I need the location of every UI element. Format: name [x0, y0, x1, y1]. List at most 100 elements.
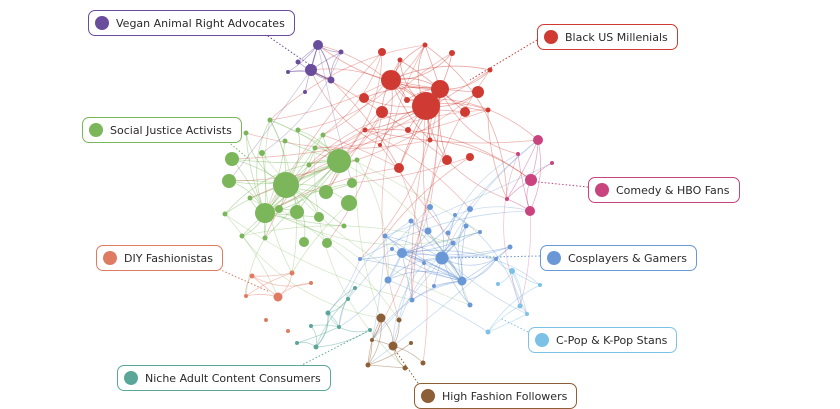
- node-cosplay: [478, 230, 482, 234]
- node-fashion: [402, 365, 408, 371]
- edge: [401, 246, 511, 256]
- label-cosplay: Cosplayers & Gamers: [540, 245, 698, 271]
- edge: [384, 162, 553, 237]
- edge: [251, 275, 312, 287]
- edge: [297, 44, 426, 131]
- leader-line-cosplay: [447, 255, 541, 259]
- edge: [325, 111, 383, 193]
- node-social: [247, 195, 253, 201]
- edge: [401, 231, 481, 254]
- edge: [241, 235, 382, 319]
- node-cosplay: [467, 206, 473, 212]
- node-niche: [325, 310, 331, 316]
- edge: [439, 88, 519, 155]
- node-black: [394, 163, 404, 173]
- node-vegan: [327, 76, 335, 84]
- edge: [387, 270, 463, 282]
- leader-line-comedy: [537, 181, 589, 188]
- edge: [401, 214, 456, 254]
- edge: [487, 284, 541, 333]
- node-social: [354, 157, 360, 163]
- node-social: [341, 195, 357, 211]
- edge: [322, 59, 401, 136]
- edge: [228, 91, 479, 182]
- node-diy: [244, 294, 248, 298]
- node-niche: [309, 324, 313, 328]
- edge: [424, 44, 508, 200]
- node-black: [376, 106, 388, 118]
- edge: [364, 128, 532, 181]
- node-vegan: [313, 40, 323, 50]
- node-social: [322, 238, 332, 248]
- edge: [245, 132, 431, 149]
- label-text-cosplay: Cosplayers & Gamers: [568, 251, 688, 265]
- edge: [310, 69, 381, 146]
- edge: [315, 329, 371, 348]
- edge: [384, 156, 471, 237]
- label-vegan: Vegan Animal Right Advocates: [88, 10, 295, 36]
- node-social: [222, 174, 236, 188]
- edge: [457, 208, 471, 282]
- node-cosplay: [453, 213, 457, 217]
- node-vegan: [338, 49, 344, 55]
- edge: [327, 258, 361, 314]
- edge: [390, 65, 491, 81]
- label-text-vegan: Vegan Animal Right Advocates: [116, 16, 285, 30]
- edge: [338, 220, 412, 328]
- node-cosplay: [463, 223, 469, 229]
- edge: [367, 342, 412, 366]
- leader-line-black: [469, 39, 538, 81]
- leader-line-niche: [299, 329, 371, 367]
- edge: [356, 159, 389, 281]
- label-fashion: High Fashion Followers: [414, 383, 578, 409]
- edge: [364, 129, 471, 210]
- edge: [261, 51, 342, 154]
- node-diy: [264, 318, 268, 322]
- node-diy: [289, 270, 295, 276]
- edge: [338, 326, 371, 333]
- edge: [317, 44, 408, 101]
- node-diy: [273, 292, 283, 302]
- node-fashion: [420, 360, 426, 366]
- node-vegan: [303, 90, 307, 94]
- edge: [330, 79, 400, 169]
- edge: [228, 69, 312, 182]
- node-cpop: [509, 268, 515, 274]
- edge: [367, 246, 511, 366]
- node-niche: [337, 325, 341, 329]
- label-text-social: Social Justice Activists: [110, 123, 232, 137]
- node-fashion: [376, 313, 386, 323]
- edge: [338, 51, 383, 162]
- label-text-niche: Niche Adult Content Consumers: [145, 371, 321, 385]
- node-vegan: [286, 70, 290, 74]
- edge: [446, 159, 508, 200]
- node-niche: [313, 344, 319, 350]
- edge: [326, 111, 383, 244]
- edge: [387, 279, 489, 333]
- edge: [410, 220, 463, 282]
- edge: [308, 109, 466, 166]
- node-social: [262, 235, 268, 241]
- node-cpop: [517, 303, 523, 309]
- node-cosplay: [445, 230, 451, 236]
- node-social: [341, 223, 347, 229]
- edge: [322, 134, 400, 169]
- edge: [447, 139, 539, 234]
- edge: [454, 214, 521, 307]
- node-black: [442, 155, 452, 165]
- edge: [398, 206, 431, 321]
- node-black: [485, 107, 491, 113]
- label-niche: Niche Adult Content Consumers: [117, 365, 331, 391]
- edge: [461, 246, 511, 282]
- edge: [296, 326, 340, 344]
- node-cosplay: [450, 240, 456, 246]
- edge: [441, 139, 539, 259]
- edge: [392, 262, 425, 347]
- node-cosplay: [435, 251, 449, 265]
- node-vegan: [305, 64, 317, 76]
- edge: [224, 160, 340, 215]
- edge: [264, 129, 366, 239]
- edge: [429, 88, 441, 208]
- node-social: [327, 149, 351, 173]
- node-cosplay: [494, 257, 498, 261]
